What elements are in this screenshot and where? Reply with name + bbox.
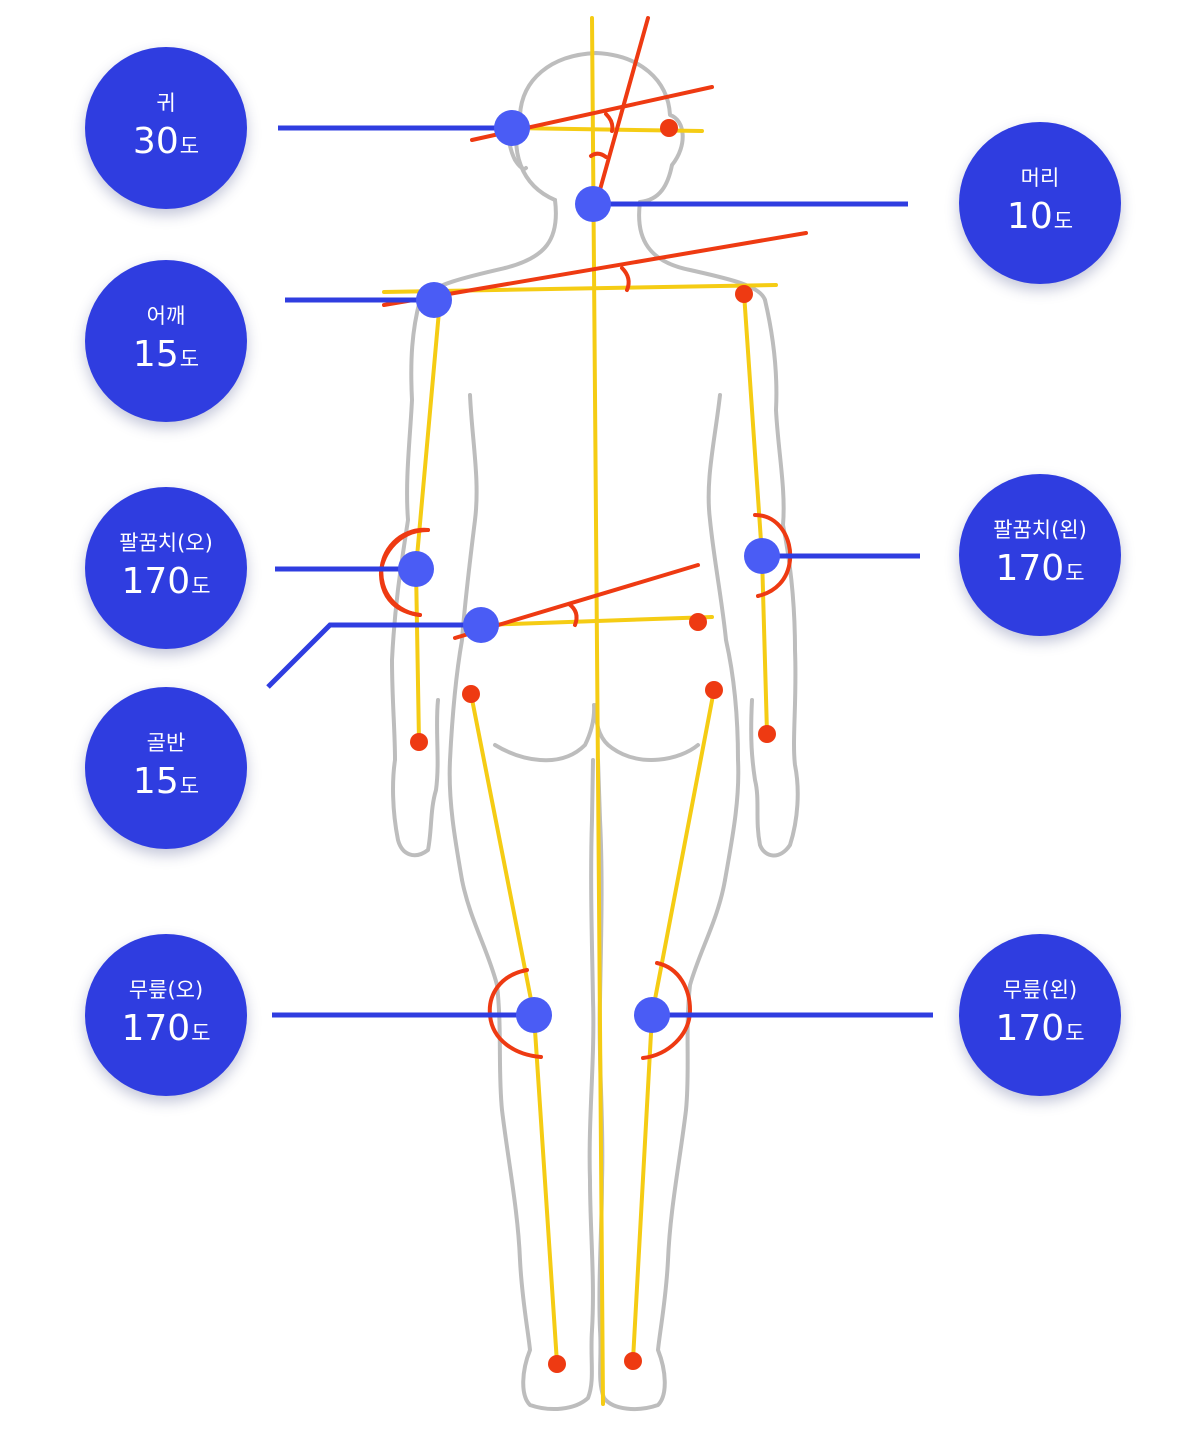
left-shoulder-landmark [735, 285, 753, 303]
knee-left-label: 무릎(왼) [1002, 978, 1078, 1002]
landmarks [410, 119, 776, 1373]
pelvis-value: 15도 [132, 761, 200, 802]
pelvis-badge: 골반 15도 [85, 687, 247, 849]
pelvis-horizontal-line [480, 615, 714, 627]
connector-lines [266, 125, 933, 1018]
head-badge: 머리 10도 [959, 122, 1121, 284]
ear-value: 30도 [132, 121, 200, 162]
right-thigh-landmark [462, 685, 480, 703]
right-shin-line [532, 1013, 559, 1365]
right-elbow-angle-arc-outer [378, 528, 430, 617]
right-arm-outline [390, 298, 440, 858]
knee-left-badge: 무릎(왼) 170도 [959, 934, 1121, 1096]
elbow-right-value: 170도 [121, 561, 211, 602]
ear-badge: 귀 30도 [85, 47, 247, 209]
left-shin-line [631, 1013, 654, 1362]
left-arm-outline [749, 298, 800, 858]
right-forearm-line [414, 566, 421, 744]
left-leg-outline [596, 758, 727, 1412]
unit-label: 도 [1065, 1021, 1085, 1045]
ear-joint [494, 110, 530, 146]
pelvis-connector [266, 622, 481, 689]
vertical-midline [590, 16, 605, 1406]
pelvis-label: 골반 [146, 731, 186, 755]
shoulder-badge: 어깨 15도 [85, 260, 247, 422]
neck-left-outline [637, 200, 767, 302]
unit-label: 도 [1053, 209, 1074, 233]
left-thigh-landmark [705, 681, 723, 699]
knee-left-value: 170도 [995, 1008, 1085, 1049]
reference-lines [382, 16, 778, 1406]
right-wrist-landmark [410, 733, 428, 751]
unit-label: 도 [191, 1021, 211, 1045]
right-thigh-line [469, 692, 536, 1017]
unit-label: 도 [179, 347, 200, 371]
left-knee-angle-arc [641, 961, 693, 1060]
ear-angle-arc [604, 112, 615, 133]
torso-left-outline [706, 393, 741, 882]
head-value: 10도 [1006, 196, 1074, 237]
left-forearm-line [760, 554, 769, 735]
knee-right-badge: 무릎(오) 170도 [85, 934, 247, 1096]
elbow-left-joint [744, 538, 780, 574]
left-thigh-line [650, 688, 716, 1017]
unit-label: 도 [1065, 561, 1085, 585]
left-hip-landmark [689, 613, 707, 631]
ear-label: 귀 [156, 91, 176, 115]
elbow-right-joint [398, 551, 434, 587]
knee-left-joint [634, 997, 670, 1033]
left-ankle-landmark [624, 1352, 642, 1370]
shoulder-value: 15도 [132, 334, 200, 375]
head-label: 머리 [1020, 166, 1060, 190]
elbow-right-label: 팔꿈치(오) [119, 531, 213, 555]
elbow-left-badge: 팔꿈치(왼) 170도 [959, 474, 1121, 636]
shoulder-tilt-line [382, 231, 808, 307]
shoulder-label: 어깨 [146, 304, 186, 328]
head-tilt-line [594, 16, 650, 206]
unit-label: 도 [179, 774, 200, 798]
right-leg-outline [460, 758, 596, 1412]
elbow-right-badge: 팔꿈치(오) 170도 [85, 487, 247, 649]
joint-markers [398, 110, 780, 1033]
right-ankle-landmark [548, 1355, 566, 1373]
pelvis-angle-arc [567, 602, 579, 627]
shoulder-joint [416, 282, 452, 318]
elbow-left-value: 170도 [995, 548, 1085, 589]
pelvis-joint [463, 607, 499, 643]
unit-label: 도 [179, 134, 200, 158]
knee-right-value: 170도 [121, 1008, 211, 1049]
torso-right-outline [447, 393, 479, 882]
shoulder-angle-arc [620, 266, 631, 292]
head-angle-arc [589, 151, 608, 159]
elbow-left-label: 팔꿈치(왼) [993, 518, 1087, 542]
left-upper-arm-line [742, 291, 764, 558]
left-ear-landmark [660, 119, 678, 137]
left-wrist-landmark [758, 725, 776, 743]
knee-right-label: 무릎(오) [128, 978, 204, 1002]
head-joint [575, 186, 611, 222]
knee-right-joint [516, 997, 552, 1033]
left-elbow-angle-arc [753, 513, 793, 598]
right-upper-arm-line [414, 298, 442, 570]
unit-label: 도 [191, 574, 211, 598]
